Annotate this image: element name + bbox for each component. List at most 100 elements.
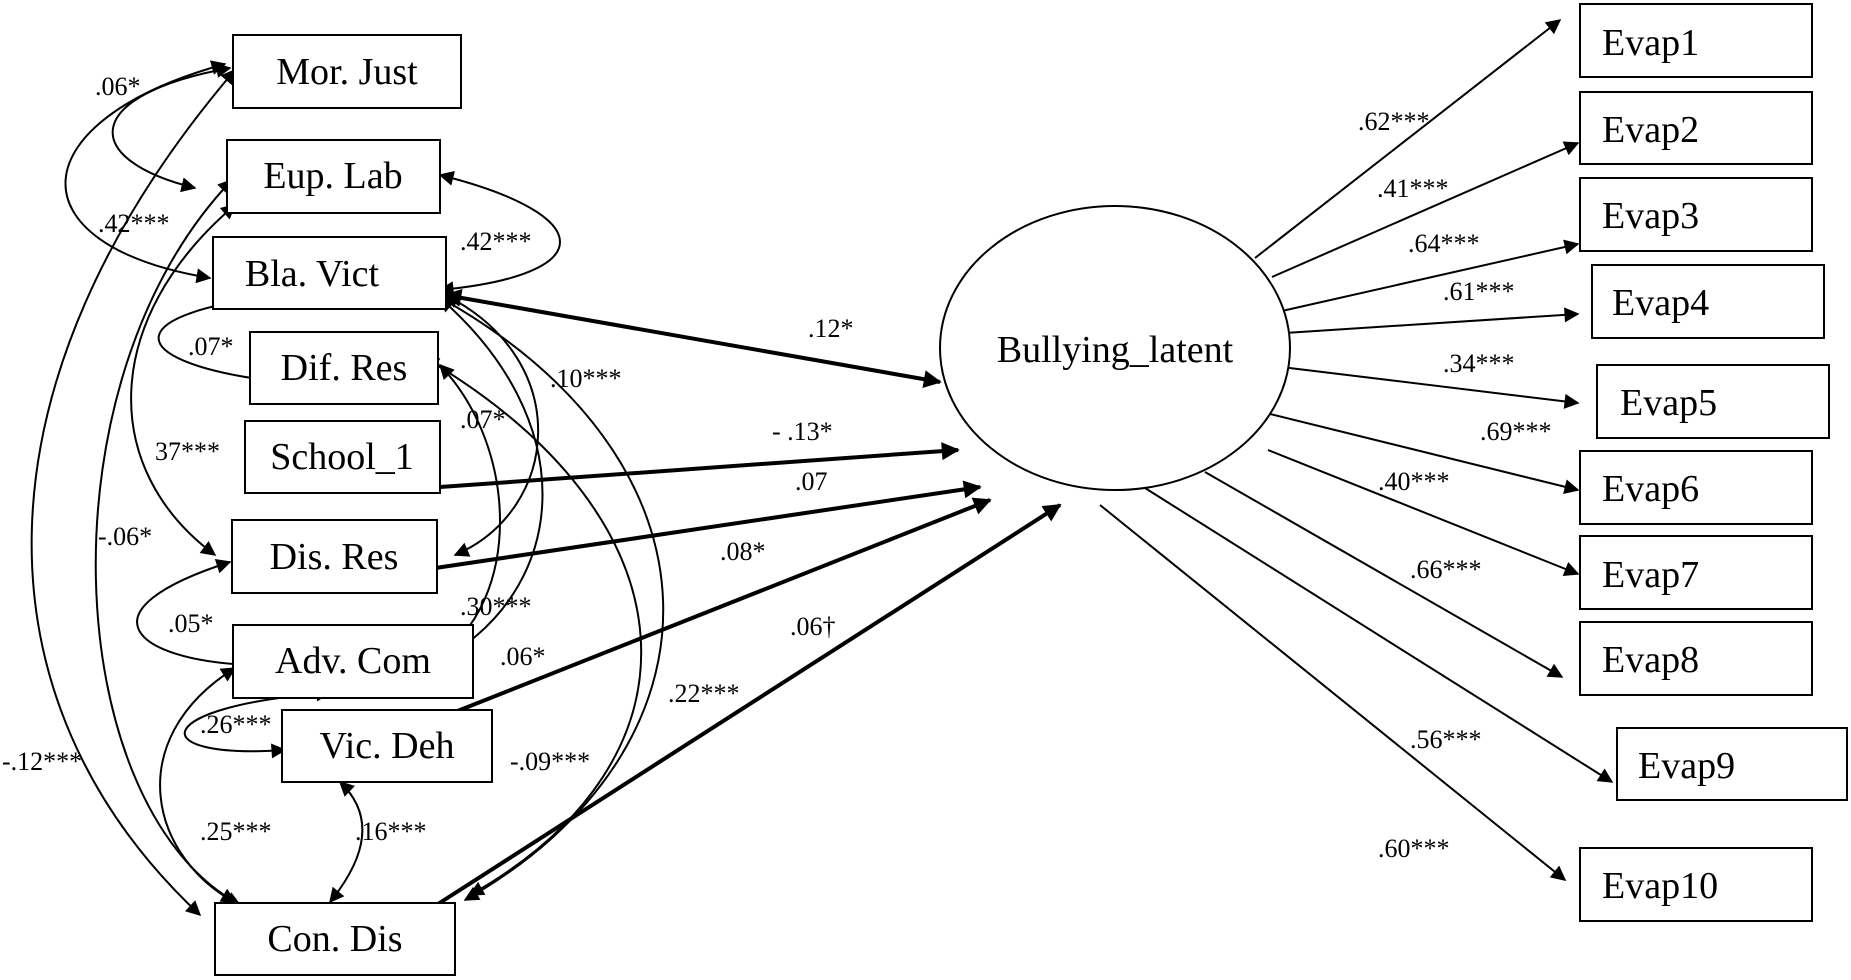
covariance-labels: .06* .42*** .42*** .07* .10*** .07* 37**… [2,72,740,846]
path-coef-con-dis: .06† [790,612,836,641]
node-label-evap2: Evap2 [1602,109,1699,151]
loading-arrow-evap1 [1254,19,1562,259]
node-evap9: Evap9 [1616,727,1848,801]
node-evap2: Evap2 [1579,91,1813,165]
node-label-evap1: Evap1 [1602,22,1699,64]
cov-label-9: .05* [168,609,214,638]
cov-label-16: .25*** [200,817,272,846]
cov-label-1: .06* [95,72,141,101]
latent-ellipse [939,205,1291,491]
node-label-evap6: Evap6 [1602,468,1699,510]
node-label-eup-lab: Eup. Lab [263,155,402,197]
loading-coefficients: .62*** .41*** .64*** .61*** .34*** .69**… [1358,107,1552,863]
node-label-evap4: Evap4 [1612,282,1709,324]
latent-node: Bullying_latent [939,205,1291,491]
path-coef-vic-deh: .08* [720,537,766,566]
node-evap8: Evap8 [1579,621,1813,696]
loading-arrow-evap4 [1284,307,1580,334]
loading-arrow-evap10 [1099,504,1567,881]
node-school-1: School_1 [244,420,441,494]
cov-label-14: -.12*** [2,747,82,776]
node-label-evap10: Evap10 [1602,865,1718,907]
cov-curve-mor-bla [64,60,227,284]
loading-arrow-evap6 [1269,413,1580,495]
loading-arrow-evap2 [1271,141,1580,278]
node-dis-res: Dis. Res [231,519,438,594]
loading-evap10: .60*** [1378,834,1450,863]
node-label-evap9: Evap9 [1638,745,1735,787]
loading-evap5: .34*** [1443,349,1515,378]
loading-evap3: .64*** [1408,229,1480,258]
node-evap3: Evap3 [1579,177,1813,252]
loading-evap9: .56*** [1410,725,1482,754]
node-mor-just: Mor. Just [232,34,462,109]
loading-evap7: .40*** [1378,467,1450,496]
path-coef-dis-res: .07 [795,467,828,496]
node-label-adv-com: Adv. Com [275,640,431,682]
path-arrow-vic-deh [454,497,992,714]
node-label-evap5: Evap5 [1620,382,1717,424]
loading-evap6: .69*** [1480,417,1552,446]
node-evap1: Evap1 [1579,3,1813,78]
loading-arrow-evap7 [1267,449,1580,576]
loading-arrow-evap5 [1272,365,1580,409]
path-arrow-bla-vict [443,288,942,389]
cov-label-2: .42*** [98,209,170,238]
path-arrow-dis-res [421,480,982,572]
cov-label-3: .42*** [460,227,532,256]
cov-label-8: -.06* [98,522,152,551]
cov-curve-eup-bla [438,171,561,297]
loading-evap2: .41*** [1377,174,1449,203]
node-vic-deh: Vic. Deh [281,709,493,783]
latent-label: Bullying_latent [997,329,1234,371]
predictor-nodes: Mor. Just Eup. Lab Bla. Vict Dif. Res Sc… [212,34,493,976]
loading-evap4: .61*** [1443,277,1515,306]
node-label-dis-res: Dis. Res [270,536,399,578]
path-arrow-con-dis [436,503,1062,906]
node-eup-lab: Eup. Lab [226,139,441,214]
loading-arrow-evap3 [1272,239,1580,314]
cov-label-11: .06* [500,642,546,671]
node-label-evap8: Evap8 [1602,639,1699,681]
cov-curve-eup-con [94,178,237,903]
cov-curve-mor-con [30,68,236,917]
cov-label-13: .22*** [668,679,740,708]
path-arrow-school-1 [439,442,960,489]
cov-label-6: .07* [460,405,506,434]
node-label-school-1: School_1 [270,436,414,478]
node-bla-vict: Bla. Vict [212,236,447,310]
node-con-dis: Con. Dis [214,902,456,976]
cov-label-5: .10*** [550,364,622,393]
node-label-bla-vict: Bla. Vict [245,253,380,295]
cov-label-17: .16*** [355,817,427,846]
cov-label-15: -.09*** [510,747,590,776]
loading-arrow-evap9 [1144,487,1614,783]
cov-label-10: .30*** [460,592,532,621]
path-coefficients: .12* - .13* .07 .08* .06† [720,314,854,641]
cov-label-4: .07* [188,332,234,361]
path-coef-school-1: - .13* [772,417,833,446]
node-label-vic-deh: Vic. Deh [320,725,455,767]
cov-label-12: .26*** [200,710,272,739]
loading-evap8: .66*** [1410,555,1482,584]
path-coef-bla-vict: .12* [808,314,854,343]
node-evap7: Evap7 [1579,535,1813,610]
structural-paths [421,288,1062,906]
node-adv-com: Adv. Com [232,624,474,699]
node-label-evap7: Evap7 [1602,554,1699,596]
node-evap6: Evap6 [1579,450,1813,525]
indicator-nodes: Evap1 Evap2 Evap3 Evap4 Evap5 Evap6 Evap… [1579,3,1848,922]
node-evap5: Evap5 [1596,364,1830,439]
loading-paths [1099,19,1614,881]
loading-evap1: .62*** [1358,107,1430,136]
node-evap4: Evap4 [1591,264,1825,339]
node-dif-res: Dif. Res [249,331,439,405]
node-label-dif-res: Dif. Res [281,347,408,389]
cov-curve-vic-con [329,780,364,904]
cov-label-7: 37*** [155,437,220,466]
node-evap10: Evap10 [1579,847,1813,922]
loading-arrow-evap8 [1204,471,1564,678]
node-label-mor-just: Mor. Just [276,51,418,93]
node-label-evap3: Evap3 [1602,195,1699,237]
